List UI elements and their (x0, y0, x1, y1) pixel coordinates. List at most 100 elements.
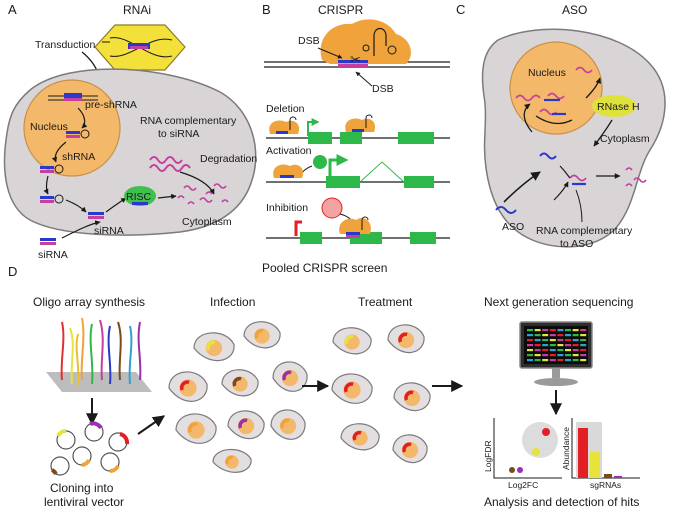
sequence-read-mark (527, 349, 533, 352)
sequence-read-mark (542, 329, 549, 332)
sequence-read-mark (534, 329, 541, 332)
sequence-read-mark (557, 329, 564, 332)
sirna-inside-label: siRNA (94, 225, 124, 237)
aso-nucleus (509, 41, 603, 135)
sgrnas-axis-label: sgRNAs (590, 480, 621, 490)
treatment-label: Treatment (358, 295, 413, 309)
shrna-label: shRNA (62, 151, 95, 163)
pre-shrna-label: pre-shRNA (85, 99, 137, 111)
sequence-read-mark (542, 339, 549, 342)
sequence-read-mark (557, 354, 564, 357)
analysis-label: Analysis and detection of hits (484, 495, 639, 509)
sequence-read-mark (549, 349, 556, 352)
sequence-read-mark (527, 359, 533, 362)
sequence-read-mark (580, 329, 587, 332)
sequence-read-mark (549, 329, 556, 332)
cloning-label-l2: lentiviral vector (44, 495, 124, 509)
nucleus-label-c: Nucleus (528, 67, 566, 79)
transduction-label: Transduction (35, 39, 95, 51)
cloning-label-l1: Cloning into (50, 481, 114, 495)
infection-cell (175, 413, 217, 444)
sequence-read-mark (534, 339, 541, 342)
rnai-nucleus (23, 79, 121, 177)
aso-label: ASO (502, 221, 524, 233)
sequence-read-mark (542, 334, 549, 337)
infection-cell (221, 369, 259, 397)
sequence-read-mark (549, 359, 556, 362)
sequence-read-mark (565, 349, 571, 352)
sequence-read-mark (527, 329, 533, 332)
sequence-read-mark (580, 334, 587, 337)
degraded-rna-fragments (177, 183, 229, 205)
repressor-domain (321, 197, 343, 219)
oligo-strands (60, 317, 142, 387)
infection-cell (270, 409, 306, 440)
scatter-plot: LogFDR Log2FC (483, 418, 562, 490)
sequence-read-mark (534, 349, 541, 352)
rna-complementary-sirna-l1: RNA complementary (140, 115, 237, 127)
sequence-read-mark (549, 344, 556, 347)
log2fc-axis-label: Log2FC (508, 480, 538, 490)
sequence-read-mark (572, 329, 579, 332)
sequence-read-mark (565, 344, 571, 347)
sequence-read-mark (580, 359, 587, 362)
sirna-outside-label: siRNA (38, 249, 68, 261)
activator-domain (313, 155, 327, 169)
pooled-screen-title: Pooled CRISPR screen (262, 261, 387, 275)
crispr-title: CRISPR (318, 3, 364, 17)
treatment-cell (340, 423, 380, 451)
deletion-label: Deletion (266, 103, 305, 115)
sequence-read-mark (580, 344, 587, 347)
abundance-axis-label: Abundance (561, 427, 571, 470)
nucleus-label-a: Nucleus (30, 121, 68, 133)
panel-letter-d: D (8, 264, 17, 279)
infection-cell (193, 332, 235, 362)
risc-label: RISC (126, 191, 152, 203)
sequence-read-mark (549, 334, 556, 337)
sequence-read-mark (549, 339, 556, 342)
treatment-cell (332, 327, 372, 355)
sequence-read-mark (580, 349, 587, 352)
sequence-read-mark (542, 359, 549, 362)
rnase-h-enzyme (592, 95, 636, 117)
panel-letter-a: A (8, 2, 17, 17)
sequence-read-mark (527, 334, 533, 337)
dsb-top-label: DSB (298, 35, 320, 47)
sequence-read-mark (565, 339, 571, 342)
rna-complementary-sirna-l2: to siRNA (158, 128, 199, 140)
sequencer-monitor-icon (519, 321, 593, 386)
panel-b: B CRISPR ✂ DSB DSB Deletion Activation (262, 2, 450, 244)
sequence-read-mark (534, 354, 541, 357)
cytoplasm-label-a: Cytoplasm (182, 216, 232, 228)
rna-complementary-aso-l1: RNA complementary (536, 225, 633, 237)
rnase-h-label: RNase H (597, 101, 640, 113)
activation-label: Activation (266, 145, 312, 157)
sequence-read-mark (527, 344, 533, 347)
sequence-read-mark (527, 354, 533, 357)
sequence-read-mark (557, 339, 564, 342)
sequence-read-mark (572, 349, 579, 352)
sequence-read-mark (572, 354, 579, 357)
treatment-cell (387, 324, 425, 354)
panel-a: A RNAi Transduction Nucleus pre-shRNA sh… (3, 2, 257, 261)
sequence-read-mark (549, 354, 556, 357)
sequence-read-mark (572, 344, 579, 347)
treatment-cell (393, 382, 431, 412)
dsb-bottom-label: DSB (372, 83, 394, 95)
oligo-synthesis-label: Oligo array synthesis (33, 295, 145, 309)
sequence-read-mark (542, 354, 549, 357)
treatment-cell (392, 434, 428, 464)
sequence-read-mark (580, 354, 587, 357)
rnai-title: RNAi (123, 3, 151, 17)
ngs-label: Next generation sequencing (484, 295, 633, 309)
sequence-read-mark (572, 339, 579, 342)
sequence-read-mark (557, 359, 564, 362)
sequence-read-mark (534, 344, 541, 347)
sequence-read-mark (542, 349, 549, 352)
sequence-read-mark (565, 354, 571, 357)
sequence-read-mark (534, 359, 541, 362)
infection-cell (227, 410, 265, 440)
logfdr-axis-label: LogFDR (483, 440, 493, 472)
